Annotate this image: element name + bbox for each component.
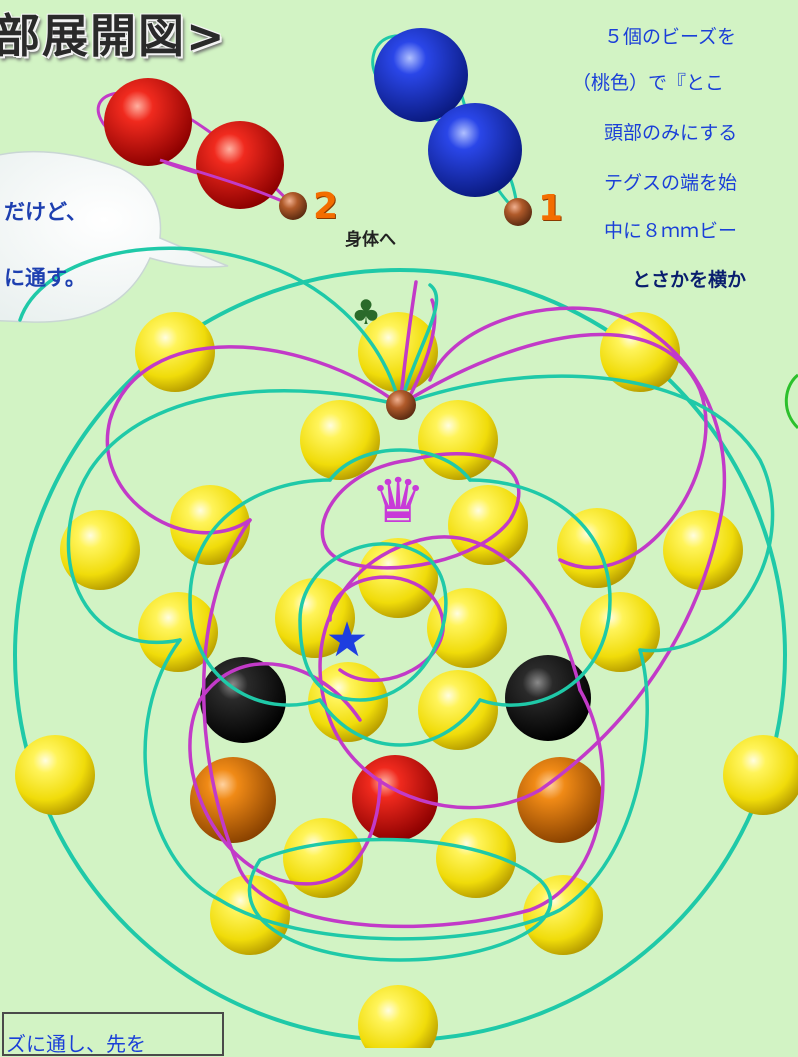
bead-yellow	[358, 985, 438, 1048]
strand-2-label: 2	[313, 186, 339, 227]
bead-yellow	[138, 592, 218, 672]
instruction-line-2: （桃色）で『とこ	[572, 72, 725, 94]
speech-bubble	[0, 150, 229, 323]
star-marker: ★	[325, 612, 368, 668]
bead-yellow	[60, 510, 140, 590]
instruction-line-3: 頭部のみにする	[604, 122, 738, 144]
instruction-line-6: とさかを横か	[632, 269, 747, 291]
instruction-line-5: 中に８ｍｍビー	[604, 220, 738, 242]
bead-yellow	[600, 312, 680, 392]
bead-yellow	[448, 485, 528, 565]
bead-yellow	[283, 818, 363, 898]
bead-yellow	[436, 818, 516, 898]
bead-yellow	[663, 510, 743, 590]
start-knot	[386, 390, 416, 420]
bead-yellow	[427, 588, 507, 668]
instruction-line-4: テグスの端を始	[604, 172, 738, 194]
strand-1-beads	[371, 28, 532, 226]
bead-yellow	[170, 485, 250, 565]
bead-yellow	[523, 875, 603, 955]
body-direction-label: 身体へ	[345, 230, 396, 250]
page-title: 部展開図>	[0, 9, 227, 63]
bubble-line-2: に通す。	[4, 266, 86, 290]
thread-paths	[18, 246, 775, 962]
crown-marker: ♛	[370, 464, 426, 537]
bead-yellow	[135, 312, 215, 392]
bottom-note-text: ズに通し、先を	[6, 1032, 146, 1056]
bead-yellow	[723, 735, 798, 815]
bead-yellow	[418, 400, 498, 480]
bubble-line-1: だけど、	[4, 200, 87, 224]
instruction-line-1: ５個のビーズを	[604, 26, 737, 48]
strand-2-beads	[96, 78, 307, 220]
strand-1-label: 1	[538, 188, 564, 229]
edge-circle-fragment	[784, 373, 798, 430]
bead-yellow	[15, 735, 95, 815]
bead-yellow	[358, 312, 438, 392]
bead-yellow	[300, 400, 380, 480]
bead-yellow	[418, 670, 498, 750]
club-marker: ♣	[351, 293, 381, 333]
bead-orange	[190, 757, 276, 843]
bead-orange	[517, 757, 603, 843]
